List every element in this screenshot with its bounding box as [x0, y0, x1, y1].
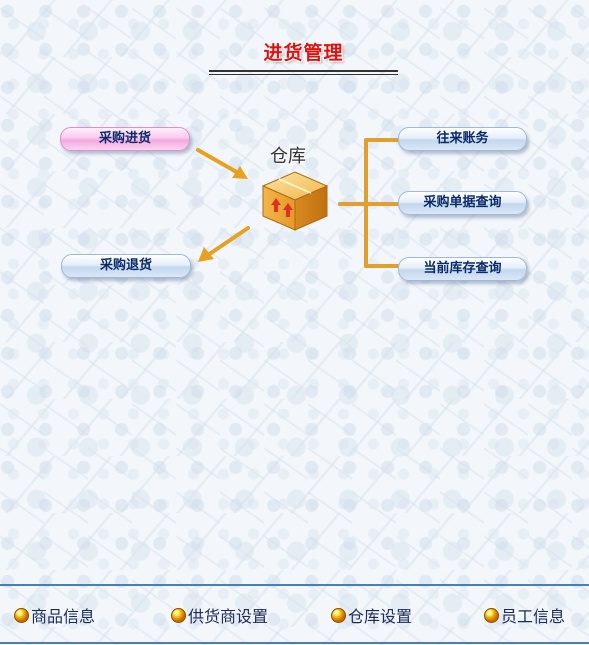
- orange-bullet-icon: [14, 607, 29, 623]
- nav-warehouse-settings[interactable]: 仓库设置: [331, 604, 412, 626]
- footer-nav: 商品信息 供货商设置 仓库设置 员工信息: [0, 584, 589, 644]
- nav-label: 商品信息: [31, 607, 96, 626]
- page-title: 进货管理: [263, 42, 344, 64]
- title-underline: [209, 70, 398, 75]
- outbound-arrow: [198, 226, 250, 262]
- purchase-in-button[interactable]: 采购进货: [60, 127, 190, 151]
- nav-supplier-settings[interactable]: 供货商设置: [171, 604, 268, 626]
- orange-bullet-icon: [484, 607, 499, 623]
- nav-label: 员工信息: [501, 607, 566, 626]
- orange-bullet-icon: [171, 607, 186, 623]
- purchase-documents-query-button[interactable]: 采购单据查询: [398, 191, 527, 215]
- warehouse-label: 仓库: [270, 146, 306, 167]
- nav-product-info[interactable]: 商品信息: [14, 604, 95, 626]
- purchase-return-button[interactable]: 采购退货: [61, 254, 191, 278]
- nav-staff-info[interactable]: 员工信息: [484, 604, 565, 626]
- current-stock-query-button[interactable]: 当前库存查询: [398, 257, 527, 281]
- nav-label: 供货商设置: [188, 607, 269, 626]
- box-icon: [261, 171, 329, 231]
- orange-bullet-icon: [331, 607, 346, 623]
- right-bracket: [338, 138, 400, 268]
- nav-label: 仓库设置: [348, 607, 413, 626]
- accounts-button[interactable]: 往来账务: [398, 127, 527, 151]
- flow-diagram: [196, 138, 400, 268]
- inbound-arrow: [196, 148, 248, 179]
